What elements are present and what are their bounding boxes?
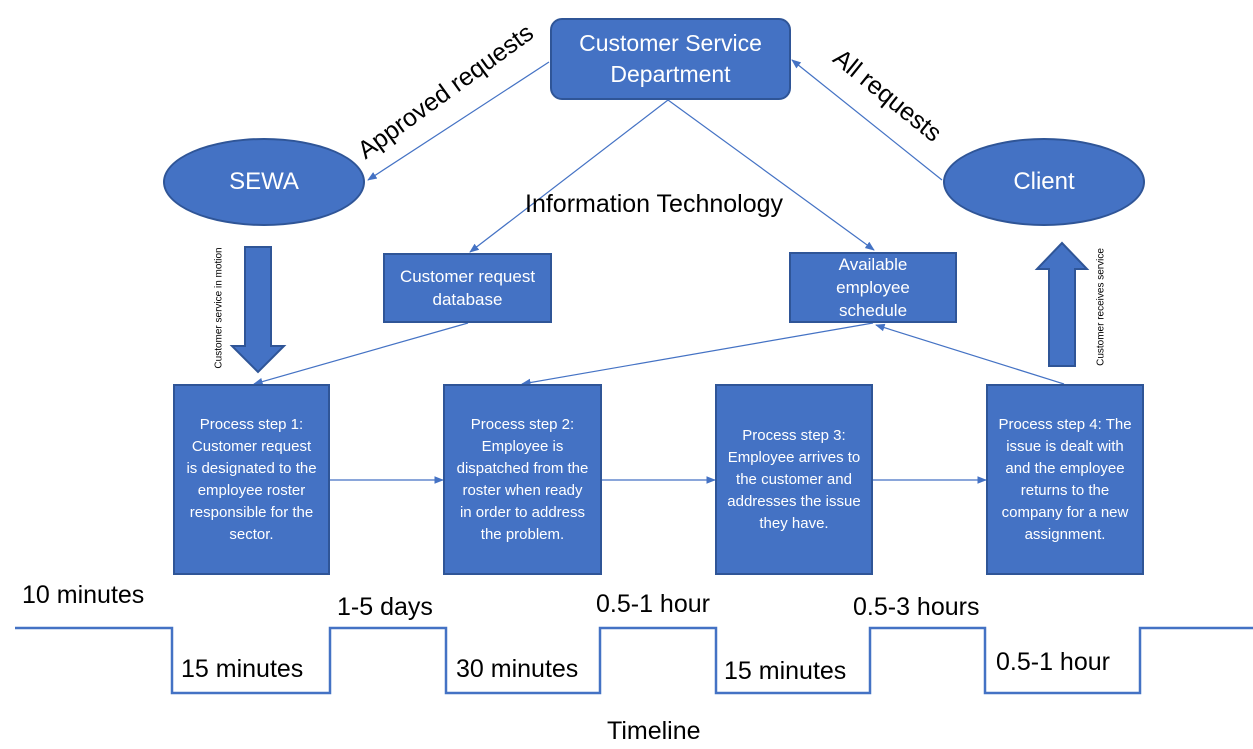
- process-step-4-text: Process step 4: The issue is dealt with …: [998, 415, 1132, 543]
- it-to-schedule-arrow: [667, 99, 875, 251]
- timeline-low-1: 15 minutes: [181, 655, 304, 683]
- customer-receives-service-label: Customer receives service: [1095, 248, 1107, 366]
- timeline-low-3: 15 minutes: [724, 657, 847, 685]
- available-employee-schedule-label: Available employee schedule: [836, 255, 910, 320]
- customer-request-database-node: Customer request database: [383, 253, 552, 323]
- process-step-1: Process step 1: Customer request is desi…: [173, 384, 330, 575]
- it-to-database-arrow: [469, 99, 669, 253]
- schedule-to-step2-arrow: [521, 322, 874, 387]
- process-step-2-text: Process step 2: Employee is dispatched f…: [456, 415, 589, 543]
- timeline-title: Timeline: [607, 717, 701, 745]
- timeline-high-2: 1-5 days: [337, 593, 433, 621]
- process-step-3-text: Process step 3: Employee arrives to the …: [727, 426, 861, 532]
- customer-service-department-node: Customer Service Department: [550, 18, 791, 100]
- process-step-2: Process step 2: Employee is dispatched f…: [443, 384, 602, 575]
- client-label: Client: [1013, 168, 1075, 195]
- sewa-node: SEWA: [163, 138, 365, 226]
- all-requests-arrow: [791, 59, 943, 181]
- process-step-3: Process step 3: Employee arrives to the …: [715, 384, 873, 575]
- customer-service-department-label: Customer Service Department: [579, 30, 762, 87]
- customer-request-database-label: Customer request database: [399, 267, 536, 309]
- timeline-low-4: 0.5-1 hour: [996, 648, 1110, 676]
- up-block-arrow: [1034, 241, 1090, 367]
- process-step-1-text: Process step 1: Customer request is desi…: [186, 415, 317, 543]
- timeline-low-2: 30 minutes: [456, 655, 579, 683]
- step4-to-schedule-arrow: [875, 323, 1065, 385]
- down-block-arrow: [229, 246, 287, 374]
- timeline-line: [15, 626, 1253, 695]
- information-technology-label: Information Technology: [525, 190, 784, 218]
- available-employee-schedule-node: Available employee schedule: [789, 252, 957, 323]
- timeline-high-3: 0.5-1 hour: [596, 590, 710, 618]
- sewa-label: SEWA: [229, 168, 299, 195]
- process-step-4: Process step 4: The issue is dealt with …: [986, 384, 1144, 575]
- timeline-high-4: 0.5-3 hours: [853, 593, 980, 621]
- approved-requests-arrow: [367, 61, 550, 181]
- customer-service-in-motion-label: Customer service in motion: [213, 247, 225, 369]
- client-node: Client: [943, 138, 1145, 226]
- database-to-step1-arrow: [253, 322, 469, 386]
- timeline-high-1: 10 minutes: [22, 581, 145, 609]
